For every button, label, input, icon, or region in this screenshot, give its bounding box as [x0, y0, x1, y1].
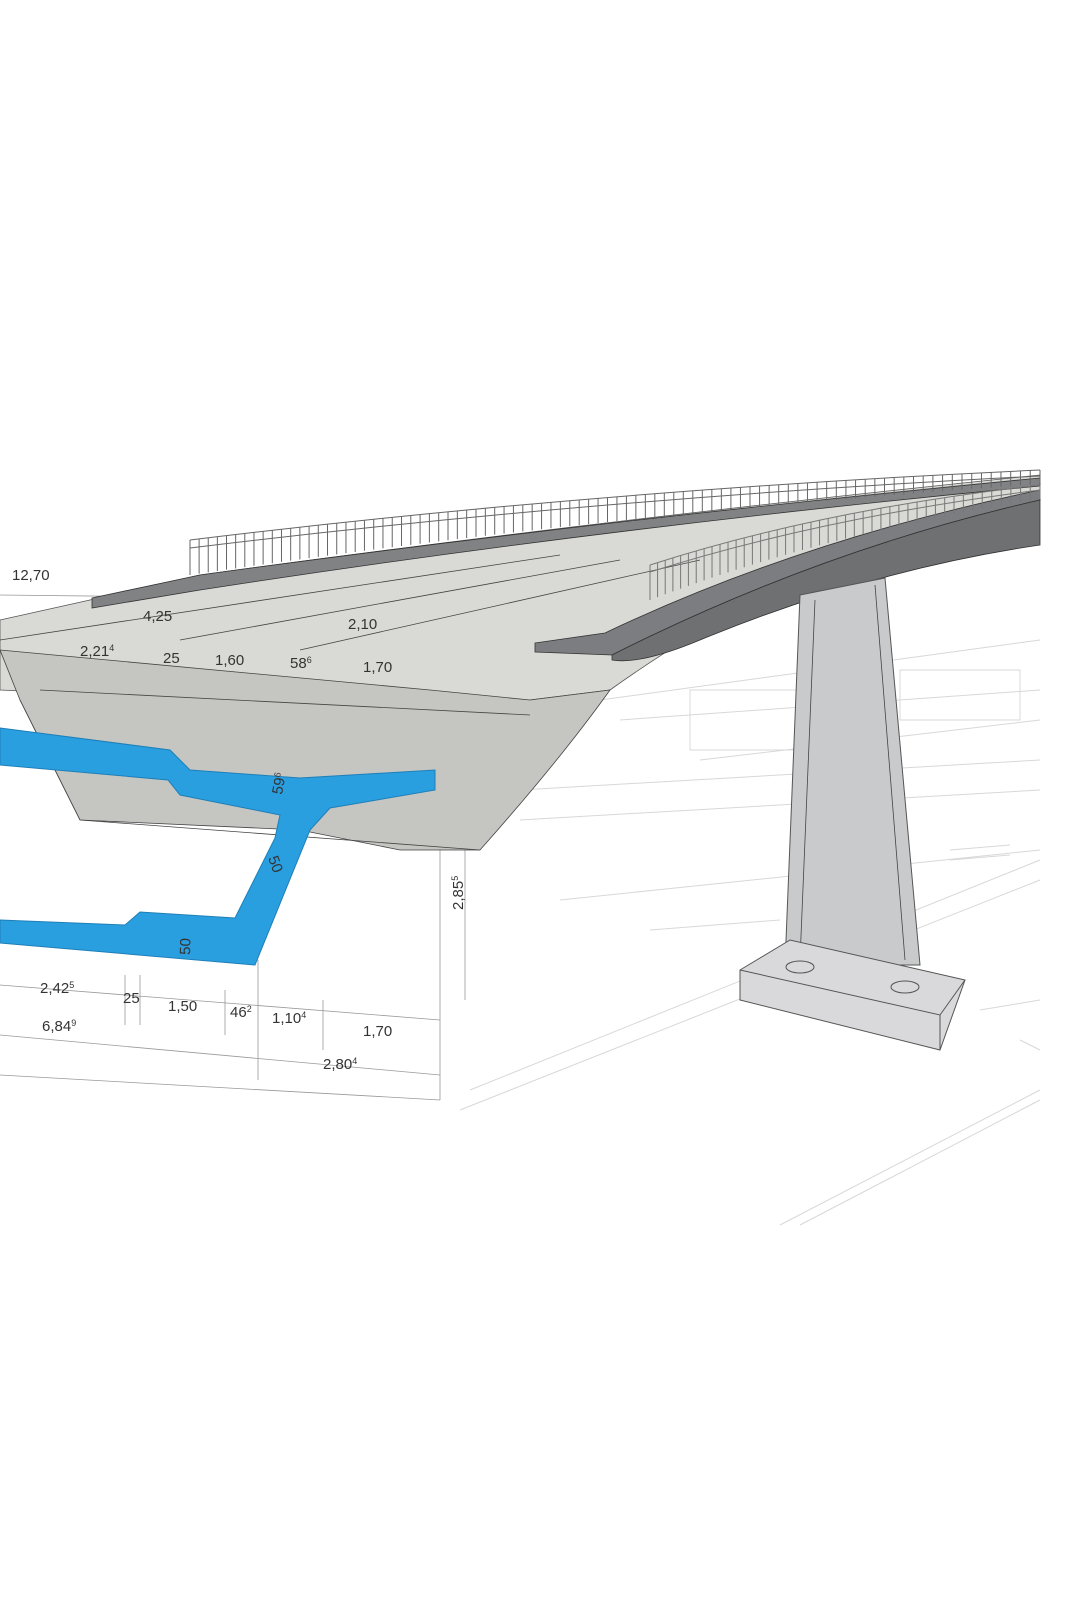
near-railing [649, 484, 1041, 600]
dimension-labels: 12,70 4,25 2,10 2,214 25 1,60 586 1,70 5… [12, 567, 467, 1073]
dim-bot-e: 1,104 [272, 1010, 306, 1027]
dim-top-b: 25 [163, 650, 180, 667]
pier-footing [739, 939, 966, 1051]
dim-outer: 2,804 [323, 1056, 357, 1073]
dim-overall-width: 12,70 [12, 567, 50, 584]
dim-lane: 2,10 [348, 616, 377, 633]
cross-section-fill [0, 727, 436, 966]
dim-depth: 2,855 [450, 876, 467, 910]
dim-web: 50 [264, 854, 286, 875]
dim-slab-top: 596 [269, 771, 290, 795]
dim-bot-f: 1,70 [363, 1023, 392, 1040]
dim-top-a: 2,214 [80, 643, 114, 660]
deck-fascia [611, 499, 1041, 662]
dim-slab-bottom: 50 [177, 938, 195, 955]
dim-cantilever: 4,25 [143, 608, 172, 625]
far-railing [189, 469, 1041, 575]
dim-bot-a: 2,425 [40, 980, 74, 997]
pier [784, 577, 921, 966]
dim-top-d: 586 [290, 655, 312, 672]
dim-top-e: 1,70 [363, 659, 392, 676]
dim-top-c: 1,60 [215, 652, 244, 669]
box-girder-interior [0, 649, 611, 851]
dim-bot-c: 1,50 [168, 998, 197, 1015]
dim-bot-d: 462 [230, 1004, 252, 1021]
dim-bot-b: 25 [123, 990, 140, 1007]
dim-half-width: 6,849 [42, 1018, 76, 1035]
